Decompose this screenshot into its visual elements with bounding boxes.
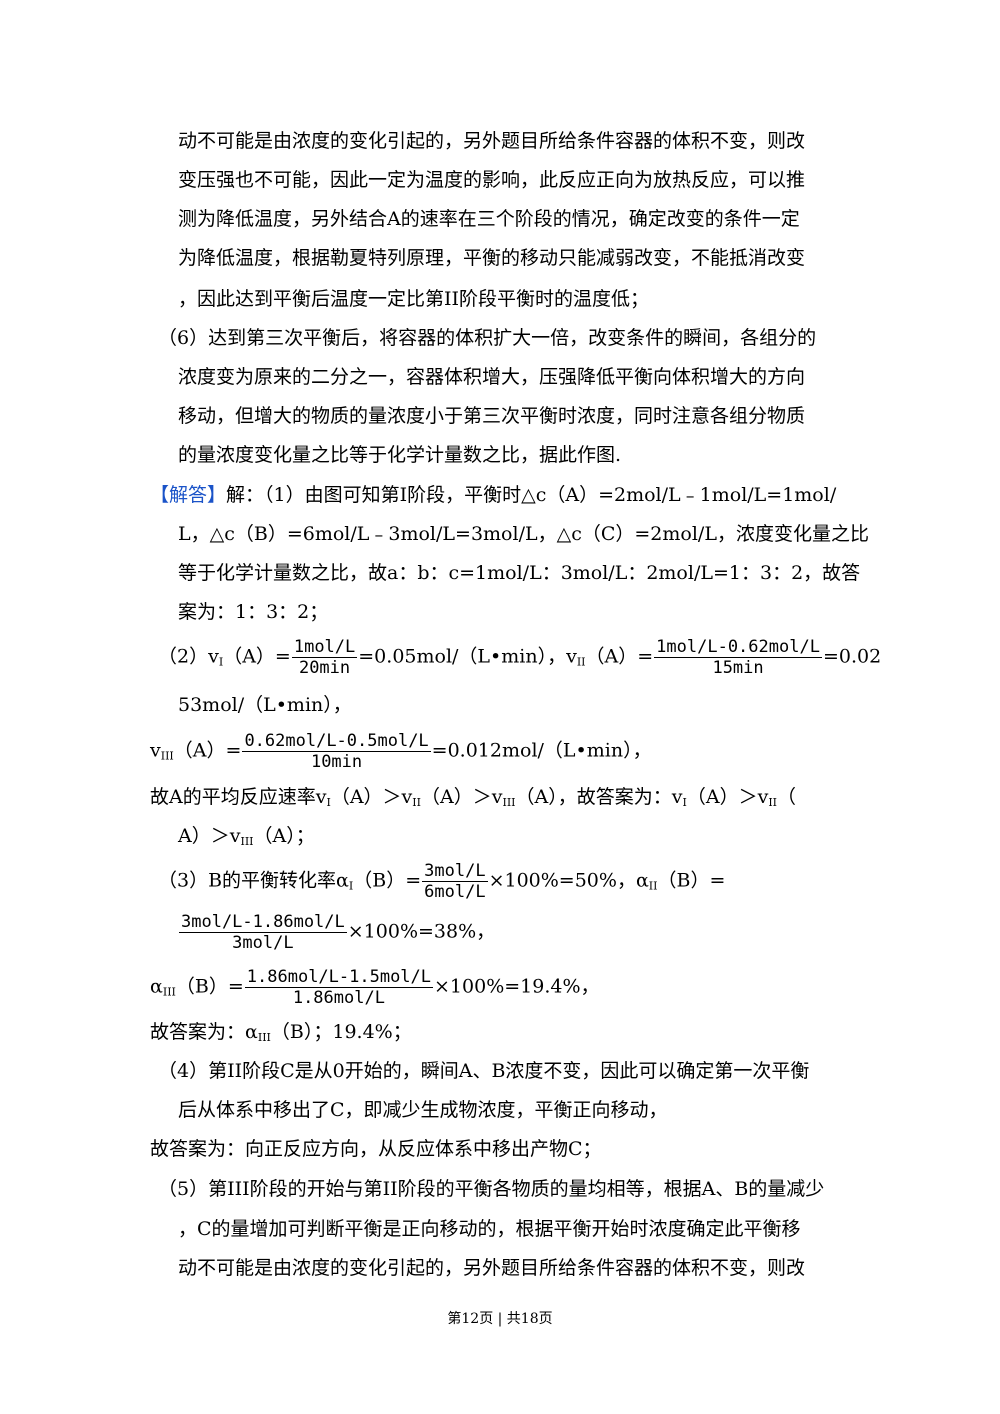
text-line: 故答案为：αIII（B）；19.4%； — [150, 1019, 412, 1051]
fraction-numerator: 1.86mol/L-1.5mol/L — [244, 967, 434, 988]
answer-line: 【解答】解：（1）由图可知第I阶段，平衡时△c（A）=2mol/L﹣1mol/L… — [150, 482, 836, 508]
text-run: A）＞v — [178, 825, 241, 847]
text-line: 的量浓度变化量之比等于化学计量数之比，据此作图. — [178, 444, 622, 466]
fraction-denominator: 3mol/L — [232, 933, 294, 953]
subscript: III — [257, 1031, 271, 1044]
fraction-numerator: 1mol/L-0.62mol/L — [654, 637, 822, 658]
text-line: 测为降低温度，另外结合A的速率在三个阶段的情况，确定改变的条件一定 — [178, 208, 800, 230]
text-line: （6）达到第三次平衡后，将容器的体积扩大一倍，改变条件的瞬间，各组分的 — [158, 327, 817, 349]
text-run: （2）v — [158, 645, 219, 668]
fraction-denominator: 10min — [310, 752, 363, 772]
text-run: （B）= — [657, 869, 726, 892]
subscript: III — [502, 796, 516, 809]
text-run: 故A的平均反应速率v — [150, 786, 327, 808]
fraction-numerator: 0.62mol/L-0.5mol/L — [242, 731, 431, 752]
text-run: （A）= — [223, 645, 291, 668]
text-line: ，C的量增加可判断平衡是正向移动的，根据平衡开始时浓度确定此平衡移 — [178, 1218, 801, 1240]
text-run: 解：（1）由图可知第I阶段，平衡时△c（A）=2mol/L﹣1mol/L=1mo… — [226, 484, 837, 506]
text-run: （3）B的平衡转化率α — [158, 869, 349, 892]
text-line: 动不可能是由浓度的变化引起的，另外题目所给条件容器的体积不变，则改 — [178, 1257, 806, 1279]
subscript: II — [768, 796, 778, 809]
subscript: II — [412, 796, 421, 809]
subscript: I — [348, 879, 354, 893]
text-line: 后从体系中移出了C，即减少生成物浓度，平衡正向移动， — [178, 1099, 668, 1121]
text-run: 故答案为：α — [150, 1021, 258, 1043]
fraction-denominator: 15min — [712, 658, 764, 678]
subscript: I — [218, 655, 224, 669]
text-run: =0.02 — [822, 645, 882, 668]
answer-tag: 【解答】 — [150, 484, 227, 506]
text-run: =0.05mol/（L•min），v — [358, 645, 577, 668]
text-run: α — [150, 975, 163, 998]
text-run: （B）= — [175, 975, 244, 998]
subscript: II — [648, 879, 658, 893]
fraction-numerator: 3mol/L-1.86mol/L — [179, 912, 347, 933]
text-line: 案为：1：3：2； — [178, 601, 329, 623]
text-run: =0.012mol/（L•min）， — [431, 739, 652, 762]
text-run: v — [150, 739, 161, 762]
page-footer: 第12页 | 共18页 — [447, 1311, 553, 1327]
text-run: （A）； — [253, 825, 315, 847]
text-run: （A）= — [585, 645, 654, 668]
subscript: II — [576, 655, 586, 669]
text-run: （A）= — [173, 739, 242, 762]
text-run: （ — [777, 786, 797, 808]
subscript: III — [160, 749, 174, 763]
text-line: 浓度变为原来的二分之一，容器体积增大，压强降低平衡向体积增大的方向 — [178, 366, 806, 388]
text-line: 变压强也不可能，因此一定为温度的影响，此反应正向为放热反应，可以推 — [178, 169, 806, 191]
text-line: 动不可能是由浓度的变化引起的，另外题目所给条件容器的体积不变，则改 — [178, 130, 806, 152]
subscript: III — [162, 985, 176, 999]
text-run: ×100%=38%， — [347, 920, 496, 943]
text-line: （4）第II阶段C是从0开始的，瞬间A、B浓度不变，因此可以确定第一次平衡 — [158, 1060, 810, 1082]
text-line: 53mol/（L•min）， — [178, 694, 352, 716]
fraction-denominator: 1.86mol/L — [292, 988, 385, 1008]
text-run: ×100%=19.4%， — [434, 975, 600, 998]
subscript: III — [240, 835, 254, 848]
text-line: ，因此达到平衡后温度一定比第II阶段平衡时的温度低； — [178, 288, 650, 310]
text-line: 为降低温度，根据勒夏特列原理，平衡的移动只能减弱改变，不能抵消改变 — [178, 247, 806, 269]
text-run: （A）＞v — [686, 786, 769, 808]
text-line: 故答案为：向正反应方向，从反应体系中移出产物C； — [150, 1138, 602, 1160]
text-run: （A）＞v — [330, 786, 413, 808]
fraction-numerator: 1mol/L — [291, 637, 358, 658]
fraction-numerator: 3mol/L — [422, 861, 488, 882]
text-run: （B）；19.4%； — [270, 1021, 412, 1043]
text-line: （5）第III阶段的开始与第II阶段的平衡各物质的量均相等，根据A、B的量减少 — [158, 1178, 825, 1200]
subscript: I — [326, 796, 331, 809]
text-line: A）＞vIII（A）； — [178, 823, 315, 855]
text-run: （A），故答案为：v — [515, 786, 683, 808]
text-run: （A）＞v — [421, 786, 503, 808]
subscript: I — [682, 796, 687, 809]
fraction-denominator: 20min — [298, 658, 351, 678]
fraction-denominator: 6mol/L — [424, 882, 486, 902]
text-line: 故A的平均反应速率vI（A）＞vII（A）＞vIII（A），故答案为：vI（A）… — [150, 784, 796, 816]
text-run: ×100%=50%，α — [488, 869, 649, 892]
text-line: L，△c（B）=6mol/L﹣3mol/L=3mol/L，△c（C）=2mol/… — [178, 523, 869, 545]
text-line: 等于化学计量数之比，故a：b：c=1mol/L：3mol/L：2mol/L=1：… — [178, 562, 861, 584]
text-line: 移动，但增大的物质的量浓度小于第三次平衡时浓度，同时注意各组分物质 — [178, 405, 806, 427]
text-run: （B）= — [353, 869, 422, 892]
